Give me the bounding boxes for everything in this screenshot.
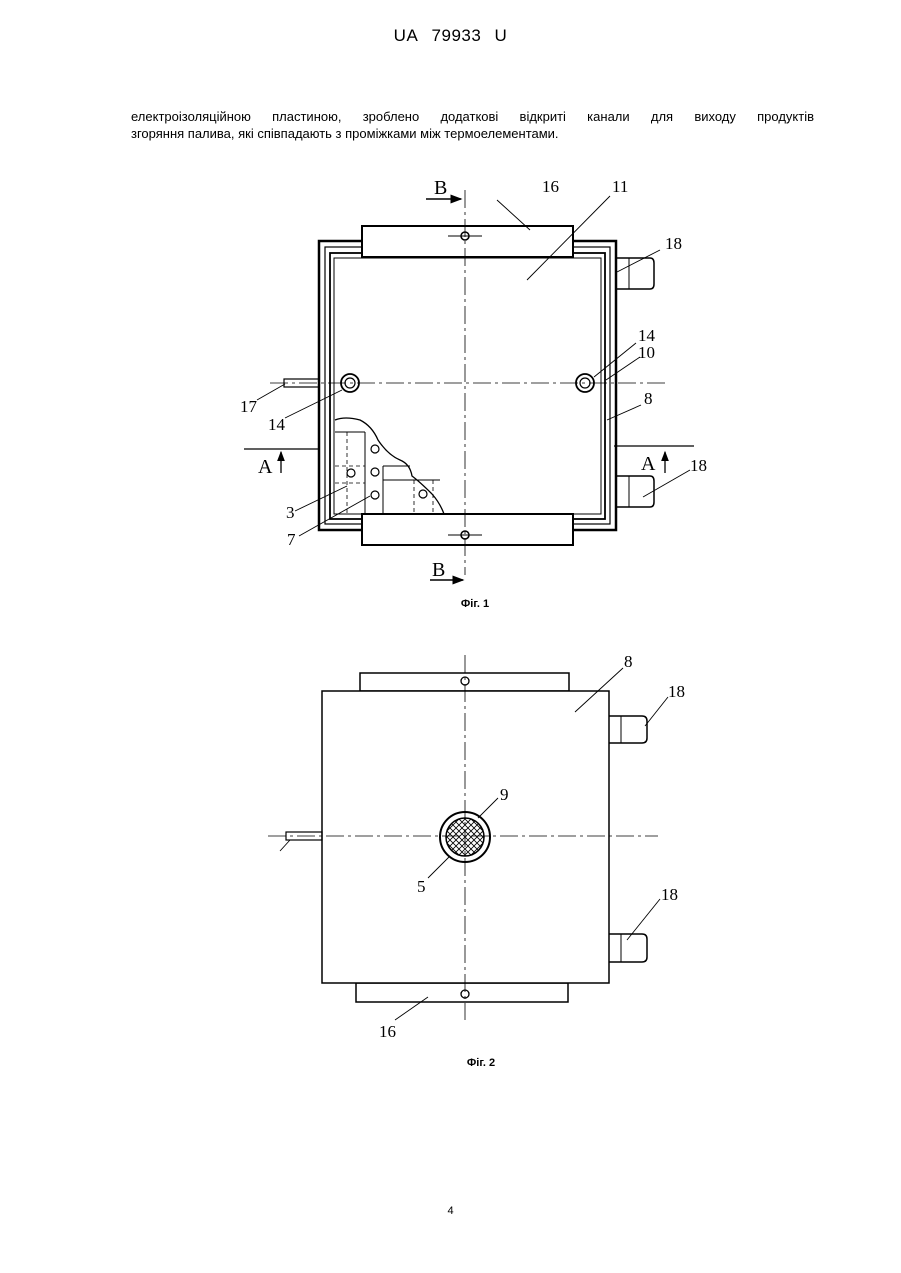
fig2-label-18-bottom: 18 bbox=[661, 885, 678, 904]
housing-wall-8 bbox=[325, 247, 610, 524]
label-b-top: B bbox=[434, 177, 447, 199]
fig2-top-clamp-16 bbox=[360, 673, 569, 691]
fig2-label-16: 16 bbox=[379, 1022, 396, 1041]
label-a-right: A bbox=[641, 453, 656, 475]
mesh-9 bbox=[446, 818, 484, 856]
outer-housing bbox=[319, 241, 616, 530]
channel-3b bbox=[419, 490, 427, 498]
label-14-left: 14 bbox=[268, 415, 286, 434]
bottom-clamp-16 bbox=[362, 514, 573, 545]
fig2-label-8: 8 bbox=[624, 652, 633, 671]
label-8: 8 bbox=[644, 389, 653, 408]
label-7: 7 bbox=[287, 530, 296, 549]
channel-7a bbox=[371, 445, 379, 453]
figure-2 bbox=[268, 655, 668, 1020]
channel-7c bbox=[371, 491, 379, 499]
fig2-top-tab-18 bbox=[609, 716, 647, 743]
label-17: 17 bbox=[240, 397, 258, 416]
figure-2-caption: Фіг. 2 bbox=[381, 1057, 581, 1069]
page-number: 4 bbox=[0, 1205, 901, 1217]
channel-7b bbox=[371, 468, 379, 476]
channel-3a bbox=[347, 469, 355, 477]
label-18-top: 18 bbox=[665, 234, 682, 253]
figure-1-caption: Фіг. 1 bbox=[375, 598, 575, 610]
label-10: 10 bbox=[638, 343, 655, 362]
label-18-bottom: 18 bbox=[690, 456, 707, 475]
label-3: 3 bbox=[286, 503, 295, 522]
top-clamp-16 bbox=[362, 226, 573, 257]
fig2-label-9: 9 bbox=[500, 785, 509, 804]
label-16: 16 bbox=[542, 177, 559, 196]
figure-1 bbox=[244, 190, 694, 580]
fig2-label-18-top: 18 bbox=[668, 682, 685, 701]
bottom-tab-18 bbox=[616, 476, 654, 507]
fig2-label-5: 5 bbox=[417, 877, 426, 896]
label-a-left: A bbox=[258, 456, 273, 478]
label-11: 11 bbox=[612, 177, 628, 196]
housing-wall-10 bbox=[330, 253, 605, 519]
label-b-bottom: B bbox=[432, 559, 445, 581]
